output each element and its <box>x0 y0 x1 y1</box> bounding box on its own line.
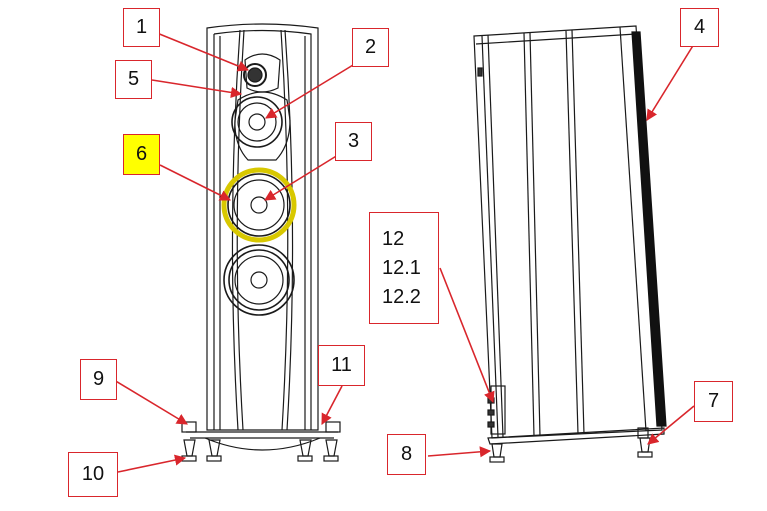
arrow-11 <box>321 385 343 425</box>
side-foot-rear <box>491 443 503 458</box>
arrow-5 <box>151 79 243 98</box>
baffle-right <box>284 29 294 431</box>
side-plinth <box>487 427 665 445</box>
callout-1: 1 <box>123 8 160 47</box>
callout-7: 7 <box>694 381 733 422</box>
arrow-9 <box>113 379 188 425</box>
foot-left <box>183 439 196 457</box>
callout-4: 4 <box>680 8 719 47</box>
callout-2: 2 <box>352 28 389 67</box>
arrow-1 <box>156 32 250 72</box>
callout-8: 8 <box>387 434 426 475</box>
arrow-8 <box>427 446 492 458</box>
side-foot-front <box>639 437 651 453</box>
outrigger-right <box>325 421 341 433</box>
arrow-10 <box>117 454 187 473</box>
side-grille <box>631 31 667 427</box>
callout-11: 11 <box>318 345 365 386</box>
tweeter <box>243 63 267 87</box>
callout-6: 6 <box>123 134 160 175</box>
arrow-4 <box>646 43 695 121</box>
callout-10: 10 <box>68 452 118 497</box>
front-cabinet <box>206 23 319 431</box>
leader-arrows <box>113 32 695 473</box>
front-cabinet-inner <box>213 29 312 430</box>
tweeter-housing <box>244 53 281 93</box>
callout-9: 9 <box>80 359 117 400</box>
foot-right <box>325 439 338 457</box>
arrow-6 <box>159 164 232 201</box>
side-view <box>473 25 667 463</box>
side-cabinet <box>473 25 663 439</box>
arrow-12 <box>439 267 495 404</box>
front-view <box>181 23 341 462</box>
arrow-2 <box>265 61 359 119</box>
callout-3: 3 <box>335 122 372 161</box>
callout-12-line-2: 12.1 <box>382 256 421 279</box>
outrigger-left <box>181 421 197 433</box>
woofer-ring <box>221 167 297 243</box>
callout-12-line-3: 12.2 <box>382 285 421 308</box>
arrow-3 <box>264 154 339 201</box>
arrow-7 <box>647 405 695 445</box>
midrange-module <box>234 91 291 161</box>
front-plinth <box>204 437 321 451</box>
callout-5: 5 <box>115 60 152 99</box>
midrange-driver <box>231 96 283 148</box>
callout-12-line-1: 12 <box>382 227 405 250</box>
callout-12: 12 12.1 12.2 <box>369 212 439 324</box>
woofer-lower <box>223 244 295 316</box>
